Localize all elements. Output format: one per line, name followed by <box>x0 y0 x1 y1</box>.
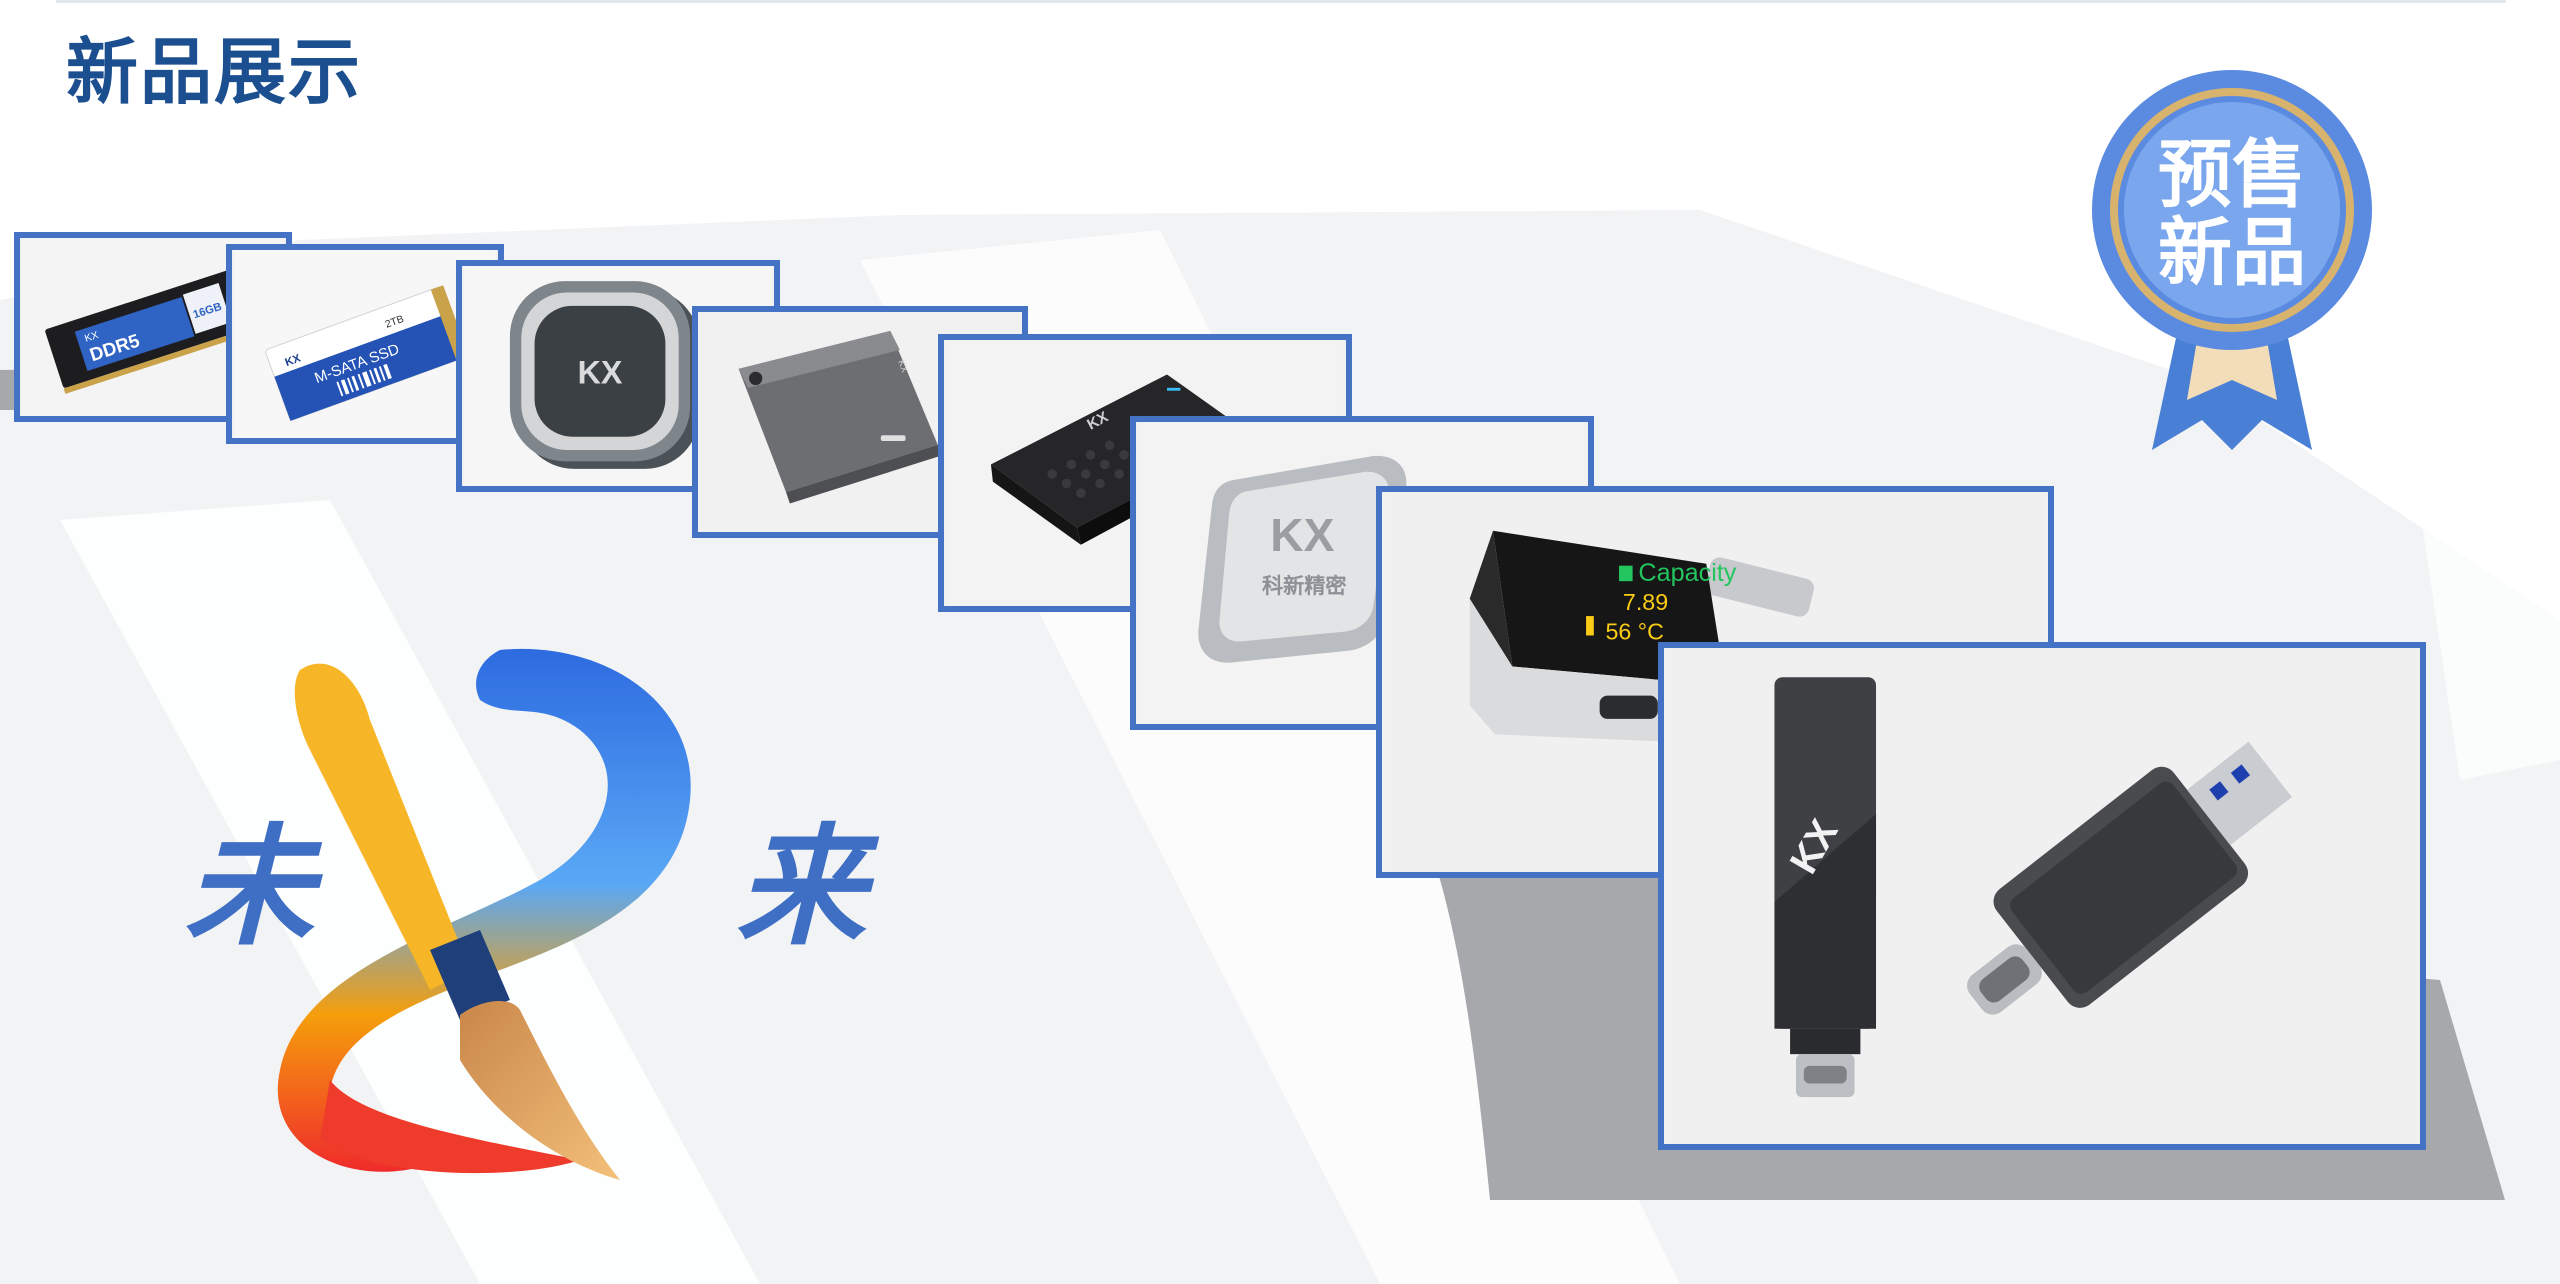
ram-brand: KX <box>83 330 100 345</box>
portable-ssd-icon: KX <box>700 312 1020 532</box>
display-capacity-label: Capacity <box>1638 559 1736 587</box>
usb-flash-pair-icon: KX <box>1667 648 2417 1144</box>
display-temperature: 56 °C <box>1605 618 1663 644</box>
charger-logo: KX <box>578 355 623 391</box>
ssd-brand: KX <box>284 352 303 369</box>
page-title: 新品展示 <box>66 30 363 114</box>
display-capacity-value: 7.89 <box>1623 589 1668 615</box>
m2-ssd-icon: KX 2TB M-SATA SSD <box>234 250 496 438</box>
slogan-right-char: 来 <box>736 810 867 963</box>
paintbrush-swirl-icon <box>277 648 691 1180</box>
metal-usb-logo: KX <box>1270 509 1334 561</box>
product-card-usb-pair[interactable]: KX <box>1658 642 2426 1150</box>
portable-ssd-logo: KX <box>895 359 910 375</box>
presale-badge: 预售 新品 <box>2092 70 2372 450</box>
charger-puck-icon: KX <box>464 266 772 486</box>
top-rule <box>56 0 2506 3</box>
metal-usb-text: 科新精密 <box>1262 573 1347 598</box>
badge-line-1: 预售 <box>2158 132 2306 218</box>
slogan-left-char: 未 <box>184 810 315 963</box>
product-card-charger[interactable]: KX <box>456 260 780 492</box>
bg-white-stroke-3 <box>2380 200 2560 780</box>
badge-line-2: 新品 <box>2158 210 2306 296</box>
